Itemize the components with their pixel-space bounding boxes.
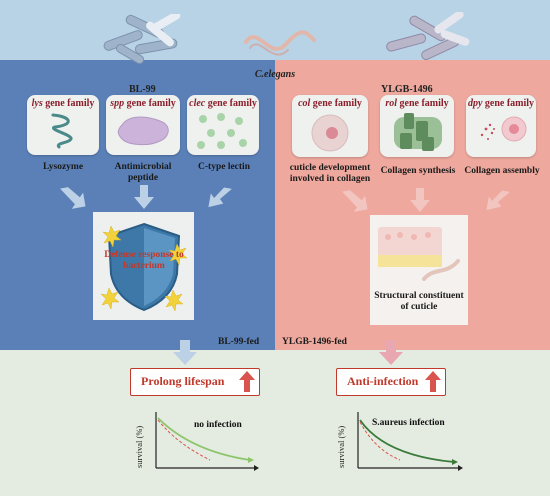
right-arrows [342,188,510,212]
dpy-card-title: dpy gene family [467,98,535,109]
prolong-lifespan-box: Prolong lifespan [130,368,260,396]
cuticle-box: Structural constituent of cuticle [370,215,468,325]
col-card-title: col gene family [298,98,362,109]
col-gene-card: col gene family [292,95,368,157]
cuticle-icon [378,227,460,281]
no-infection-label: no infection [194,420,242,430]
right-down-arrow [379,340,403,365]
worm-icon [244,30,316,56]
c-type-lectin-icon [197,113,247,149]
lysozyme-icon [51,113,73,149]
dpy-gene-card: dpy gene family [466,95,536,157]
organism-label: C.elegans [254,69,296,80]
left-down-arrow [173,340,197,365]
defense-box: Defense response to bacterium [93,212,194,320]
right-fed-label: YLGB-1496-fed [282,337,347,347]
prolong-lifespan-text: Prolong lifespan [141,374,225,388]
left-y-axis-label: survival (%) [134,425,144,468]
rol-caption: Collagen synthesis [380,166,456,176]
collagen-cell-icon [311,114,349,152]
shield-icon [100,222,188,312]
left-fed-label: BL-99-fed [218,337,260,347]
rol-gene-card: rol gene family [380,95,454,157]
defense-text: Defense response to bacterium [104,250,184,271]
bacteria-cluster-right-icon [386,12,470,61]
spp-caption: Antimicrobial peptide [114,162,172,183]
spp-card-title: spp gene family [110,98,176,109]
right-survival-graph [357,412,463,471]
collagen-synthesis-icon [394,113,442,151]
anti-infection-box: Anti-infection [336,368,446,396]
dpy-caption: Collagen assembly [464,166,540,176]
lys-gene-card: lys gene family [27,95,99,155]
lys-caption: Lysozyme [42,162,84,172]
bacteria-cluster-left-icon [103,14,181,64]
left-arrows [60,185,232,209]
clec-gene-card: clec gene family [187,95,259,155]
bottom-band [0,350,550,496]
anti-infection-text: Anti-infection [347,374,419,388]
rol-card-title: rol gene family [385,98,449,109]
clec-card-title: clec gene family [189,98,257,109]
left-survival-graph [155,412,259,471]
up-arrow-icon [239,371,255,392]
right-y-axis-label: survival (%) [336,425,346,468]
s-aureus-infection-label: S.aureus infection [372,418,445,428]
col-caption: cuticle development involved in collagen [289,163,371,184]
clec-caption: C-type lectin [198,162,250,172]
collagen-assembly-icon [480,116,527,142]
right-strain-label: YLGB-1496 [381,84,433,95]
left-strain-label: BL-99 [129,84,156,95]
lys-card-title: lys gene family [31,98,95,109]
antimicrobial-peptide-icon [117,116,169,146]
cuticle-text: Structural constituent of cuticle [374,291,464,312]
up-arrow-icon [425,371,441,392]
spp-gene-card: spp gene family [106,95,180,155]
